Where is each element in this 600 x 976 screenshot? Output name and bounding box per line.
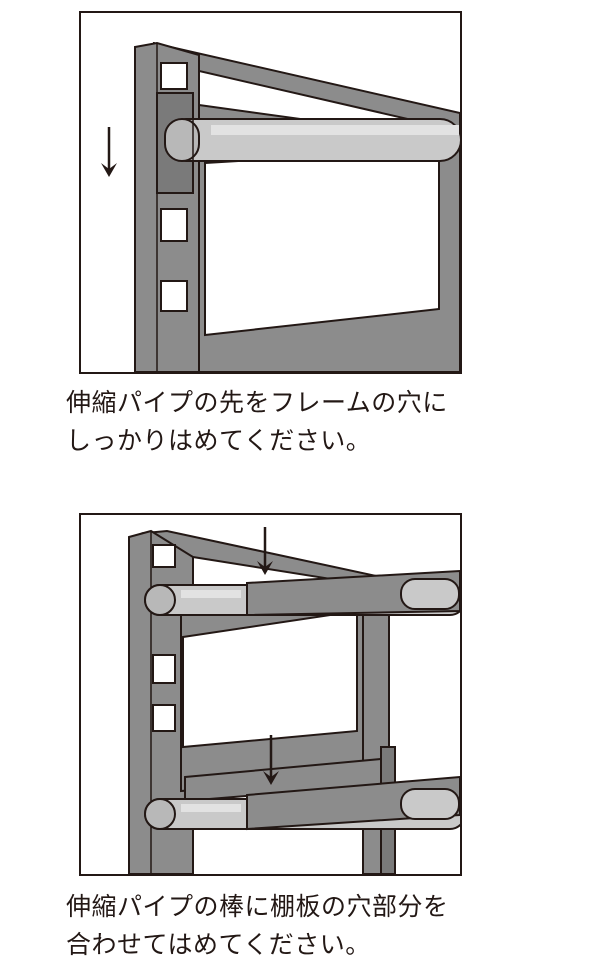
arrow-down-icon bbox=[263, 735, 279, 785]
caption-line: 合わせてはめてください。 bbox=[66, 930, 371, 959]
telescopic-pipe bbox=[164, 118, 460, 162]
frame-pipe-illustration-1 bbox=[101, 41, 460, 372]
frame-pipe-illustration-2 bbox=[128, 527, 460, 874]
frame-hole bbox=[160, 208, 188, 242]
step-1-caption: 伸縮パイプの先をフレームの穴に しっかりはめてください。 bbox=[66, 384, 586, 460]
frame-hole bbox=[152, 654, 176, 684]
arrow-down-icon bbox=[101, 127, 117, 177]
illustration-panel-1 bbox=[79, 11, 462, 374]
frame-window-inner bbox=[182, 609, 358, 749]
frame-hole bbox=[160, 62, 188, 90]
frame-hole bbox=[152, 704, 176, 732]
frame-window-inner bbox=[204, 147, 440, 337]
arrow-down-icon bbox=[257, 527, 273, 575]
frame-hole bbox=[152, 544, 176, 568]
illustration-panel-2 bbox=[79, 513, 462, 876]
step-2-caption: 伸縮パイプの棒に棚板の穴部分を 合わせてはめてください。 bbox=[66, 888, 586, 964]
caption-line: 伸縮パイプの棒に棚板の穴部分を bbox=[66, 892, 449, 921]
caption-line: しっかりはめてください。 bbox=[66, 426, 372, 455]
frame-hole bbox=[160, 280, 188, 312]
caption-line: 伸縮パイプの先をフレームの穴に bbox=[66, 388, 448, 417]
